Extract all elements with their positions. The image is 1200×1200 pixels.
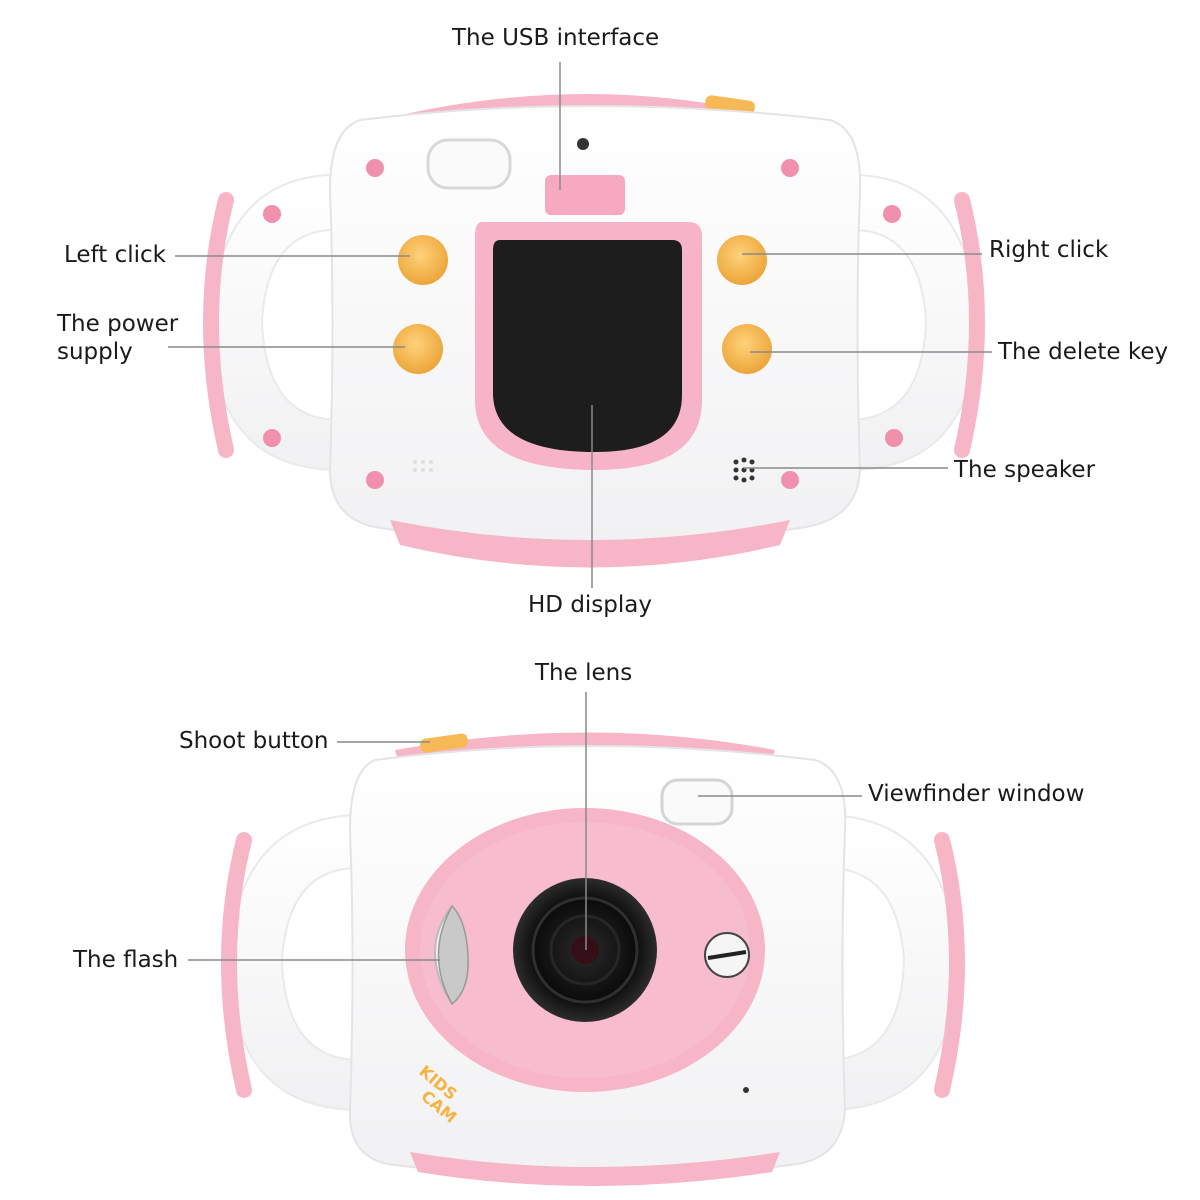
label-hd-display: HD display bbox=[528, 591, 652, 619]
label-right-click: Right click bbox=[989, 236, 1108, 264]
camera-back-view bbox=[210, 94, 978, 568]
label-power-line1: The power bbox=[57, 310, 178, 338]
screw-dot bbox=[883, 205, 901, 223]
speaker-grille bbox=[734, 458, 755, 483]
label-delete-key: The delete key bbox=[998, 338, 1168, 366]
left-click-button[interactable] bbox=[398, 235, 448, 285]
label-viewfinder-window: Viewfinder window bbox=[868, 780, 1084, 808]
screw-dot bbox=[781, 471, 799, 489]
label-power-line2: supply bbox=[57, 338, 133, 366]
label-lens: The lens bbox=[535, 659, 632, 687]
delete-button[interactable] bbox=[722, 324, 772, 374]
screw-dot bbox=[781, 159, 799, 177]
label-flash: The flash bbox=[73, 946, 178, 974]
viewfinder-eyepiece bbox=[428, 140, 510, 188]
front-right-handle bbox=[826, 815, 958, 1110]
label-usb-interface: The USB interface bbox=[452, 24, 659, 52]
viewfinder-window bbox=[662, 780, 732, 824]
right-handle bbox=[848, 175, 978, 470]
usb-cover bbox=[545, 175, 625, 215]
label-speaker: The speaker bbox=[954, 456, 1095, 484]
right-click-button[interactable] bbox=[717, 235, 767, 285]
label-shoot-button: Shoot button bbox=[179, 727, 329, 755]
indicator-dot bbox=[577, 138, 589, 150]
screw-dot bbox=[366, 159, 384, 177]
screw-dot bbox=[263, 205, 281, 223]
screw-dot bbox=[885, 429, 903, 447]
screw-dot bbox=[366, 471, 384, 489]
screw-dot bbox=[263, 429, 281, 447]
hd-screen bbox=[493, 240, 682, 452]
label-left-click: Left click bbox=[64, 241, 166, 269]
mic-dot bbox=[743, 1087, 749, 1093]
power-button[interactable] bbox=[393, 324, 443, 374]
front-left-handle bbox=[228, 815, 360, 1110]
